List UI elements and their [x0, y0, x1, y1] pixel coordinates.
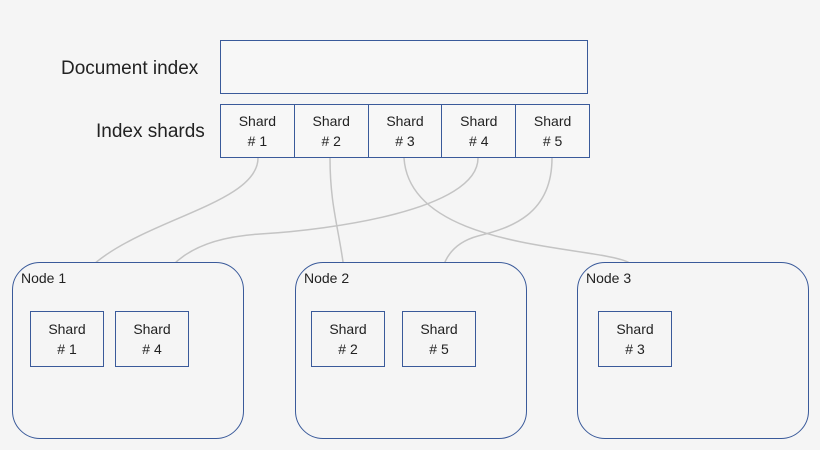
node-2-shard-5: Shard # 5 — [402, 311, 476, 367]
shard-number: # 1 — [57, 341, 77, 357]
index-shards-label: Index shards — [96, 121, 205, 142]
shard-label: Shard — [329, 321, 367, 337]
shard-label: Shard — [386, 113, 424, 129]
node-1-shard-4: Shard # 4 — [115, 311, 189, 367]
index-shard-4: Shard # 4 — [442, 105, 517, 157]
shard-label: Shard — [616, 321, 654, 337]
document-index-box — [220, 40, 588, 94]
shard-label: Shard — [460, 113, 498, 129]
node-1-title: Node 1 — [21, 270, 67, 286]
shard-number: # 4 — [142, 341, 162, 357]
node-3: Node 3 Shard # 3 — [577, 262, 809, 439]
shard-number: # 5 — [542, 133, 563, 149]
node-3-title: Node 3 — [586, 270, 632, 286]
shard-number: # 5 — [429, 341, 449, 357]
index-shard-3: Shard # 3 — [369, 105, 443, 157]
shard-label: Shard — [420, 321, 458, 337]
shard-label: Shard — [48, 321, 86, 337]
shard-number: # 2 — [338, 341, 358, 357]
shard-number: # 2 — [321, 133, 341, 149]
index-shard-5: Shard # 5 — [516, 105, 589, 157]
shard-number: # 3 — [395, 133, 415, 149]
node-3-shard-3: Shard # 3 — [598, 311, 672, 367]
shard-number: # 3 — [625, 341, 645, 357]
shard-label: Shard — [533, 113, 572, 129]
shard-label: Shard — [238, 113, 277, 129]
index-shard-1: Shard # 1 — [221, 105, 295, 157]
shard-number: # 4 — [469, 133, 489, 149]
node-2-shard-2: Shard # 2 — [311, 311, 385, 367]
shard-label: Shard — [133, 321, 171, 337]
node-2: Node 2 Shard # 2 Shard # 5 — [295, 262, 527, 439]
shard-label: Shard — [312, 113, 350, 129]
index-shards-row: Shard # 1 Shard # 2 Shard # 3 Shard # 4 … — [220, 104, 590, 158]
shard-number: # 1 — [247, 133, 268, 149]
node-1: Node 1 Shard # 1 Shard # 4 — [12, 262, 244, 439]
node-1-shard-1: Shard # 1 — [30, 311, 104, 367]
node-2-title: Node 2 — [304, 270, 350, 286]
document-index-label: Document index — [61, 58, 199, 79]
index-shard-2: Shard # 2 — [295, 105, 369, 157]
